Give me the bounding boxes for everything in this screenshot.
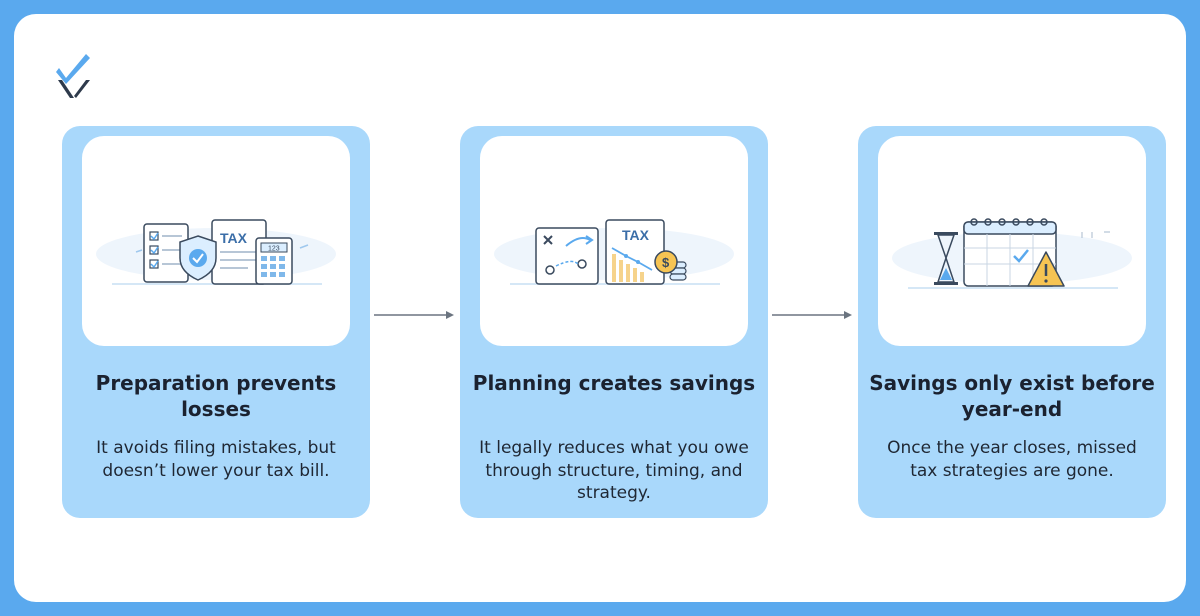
strategy-board-icon xyxy=(535,227,599,285)
arrow-right-icon xyxy=(772,311,852,319)
checklist-icon xyxy=(143,223,189,283)
svg-text:$: $ xyxy=(662,255,670,270)
warning-icon xyxy=(1027,251,1065,287)
shield-check-icon xyxy=(179,235,217,281)
step-card-year-end: Savings only exist before year-end Once … xyxy=(858,126,1166,518)
arrow-right-icon xyxy=(374,311,454,319)
calculator-display: 123 xyxy=(268,246,280,253)
calculator-icon: 123 xyxy=(255,237,293,285)
calendar-icon xyxy=(963,218,1057,287)
dollar-coin-icon: $ xyxy=(654,250,678,274)
step-description: It legally reduces what you owe through … xyxy=(479,438,749,503)
illustration-panel xyxy=(878,136,1146,346)
step-card-planning: TAX $ Planning creates savin xyxy=(460,126,768,518)
hourglass-icon xyxy=(934,232,958,285)
tax-chart-icon: TAX xyxy=(605,219,665,285)
step-title: Savings only exist before year-end xyxy=(869,371,1155,421)
illustration-panel: TAX $ xyxy=(480,136,748,346)
tax-label: TAX xyxy=(622,227,650,243)
step-title: Preparation prevents losses xyxy=(95,371,337,421)
step-description: Once the year closes, missed tax strateg… xyxy=(887,438,1137,481)
illustration-panel: TAX 123 xyxy=(82,136,350,346)
step-card-preparation: TAX 123 xyxy=(62,126,370,518)
tax-label: TAX xyxy=(220,230,248,246)
infographic-frame: TAX 123 xyxy=(14,14,1186,602)
step-description: It avoids filing mistakes, but doesn’t l… xyxy=(96,438,336,481)
checkmark-x-logo xyxy=(56,54,90,98)
step-title: Planning creates savings xyxy=(472,371,756,395)
